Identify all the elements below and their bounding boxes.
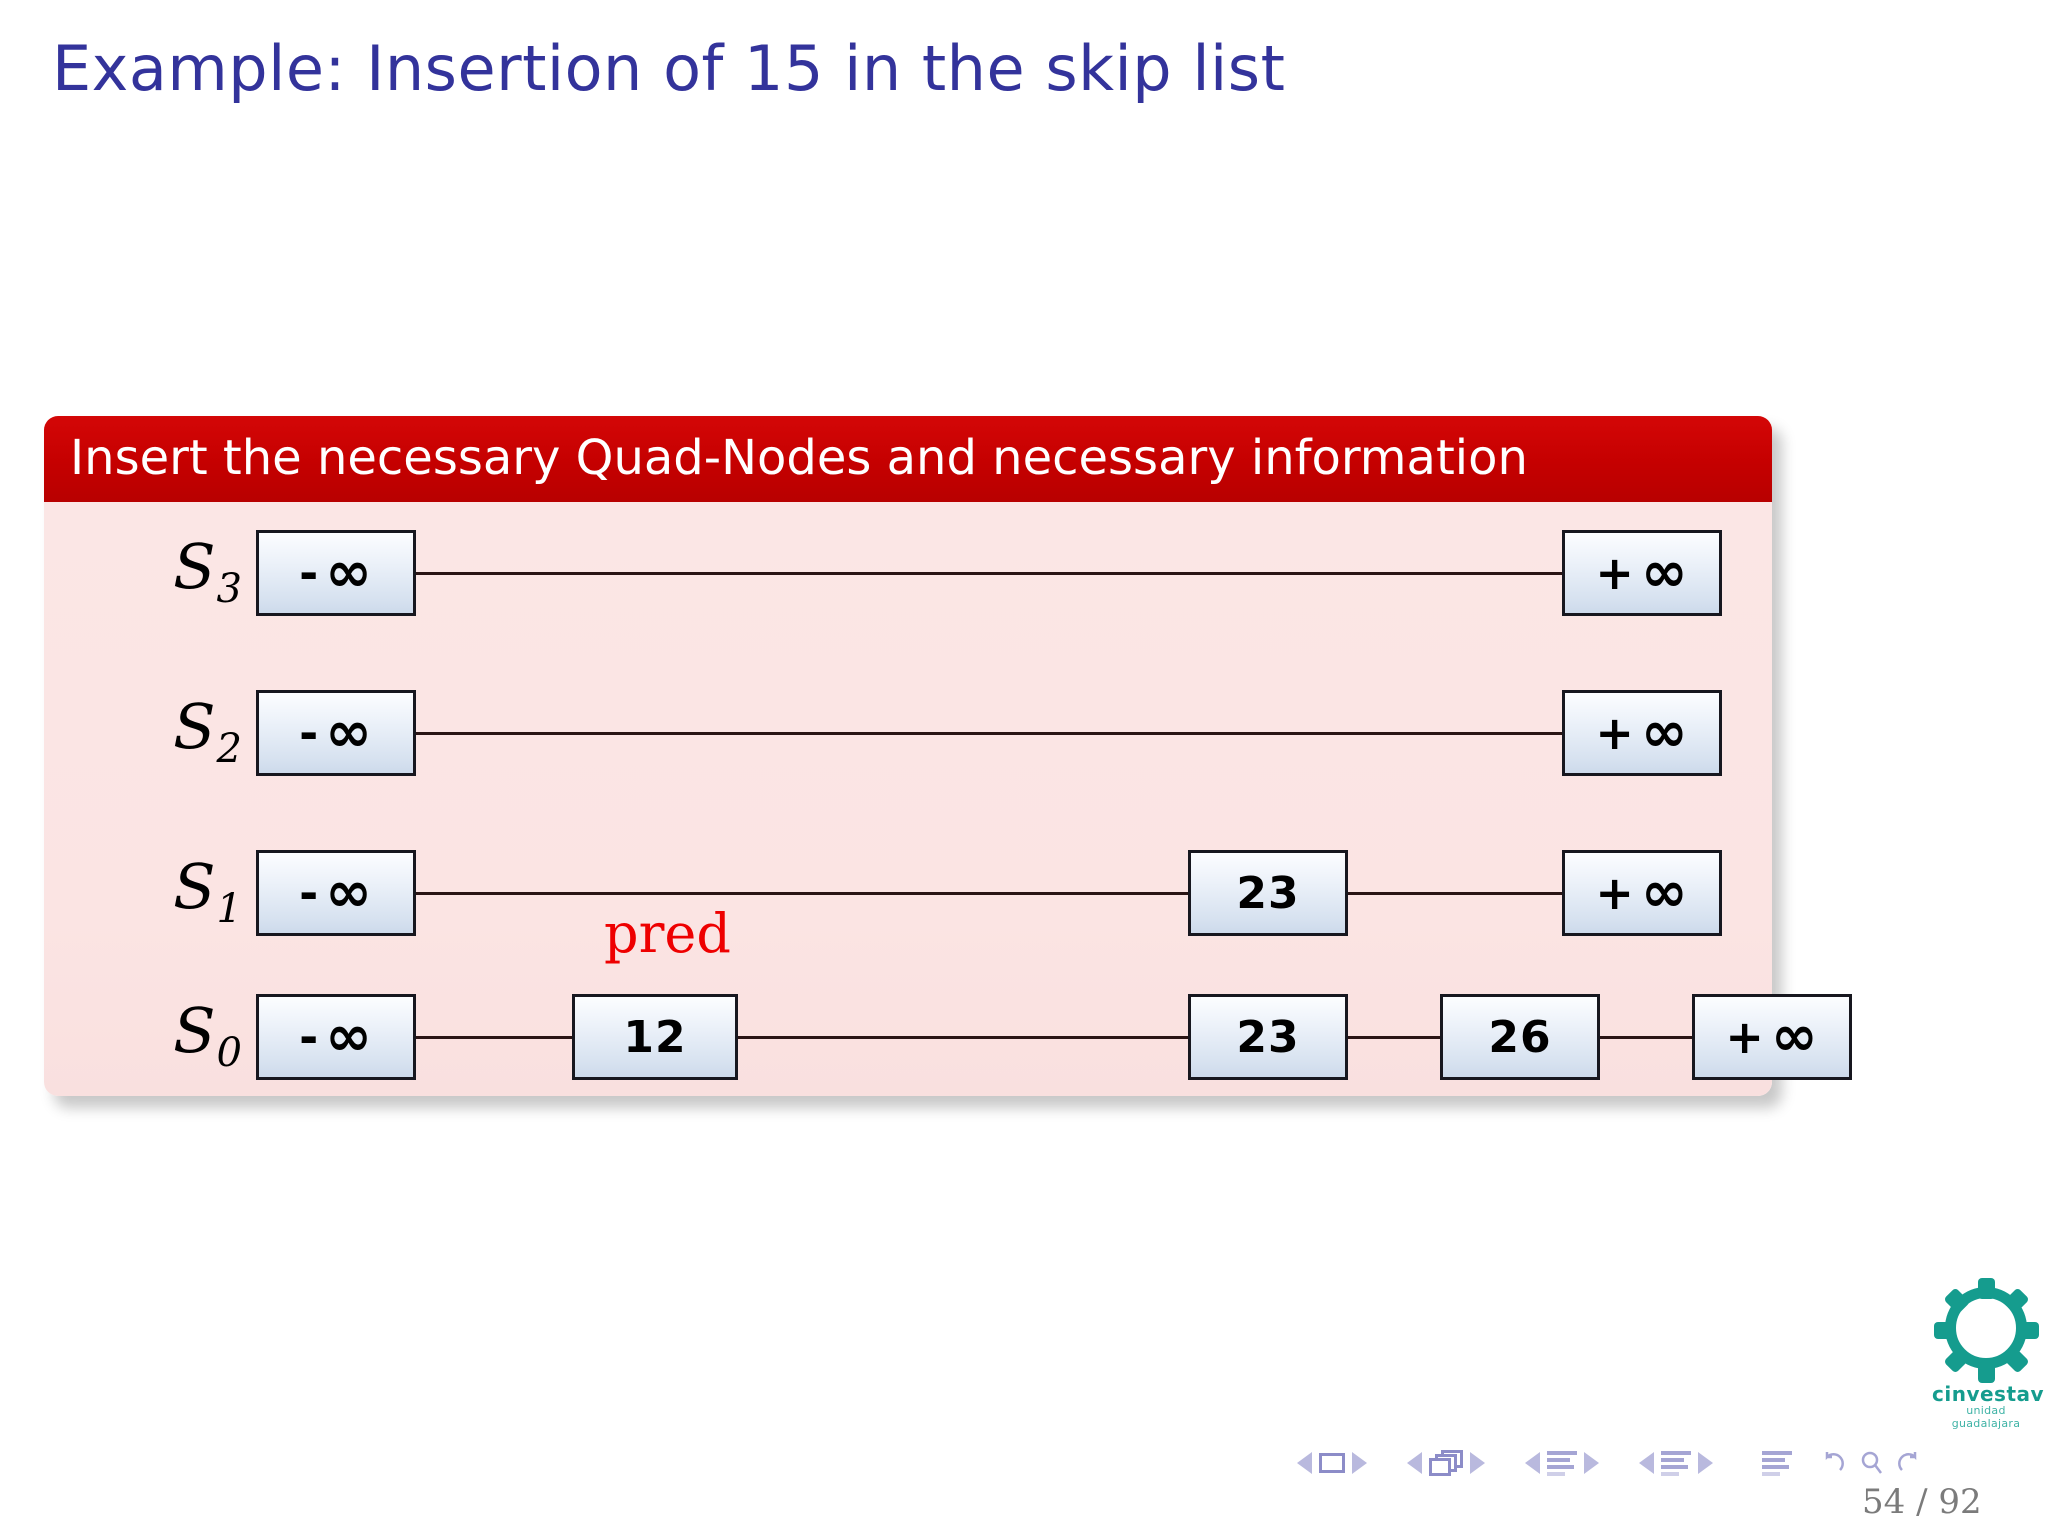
page-title: Example: Insertion of 15 in the skip lis… [52,32,1286,105]
node-s0-12[interactable]: 12 [572,994,738,1080]
logo-name: cinvestav [1932,1382,2045,1406]
logo-petal [1977,1277,1995,1299]
subsection-next-icon[interactable] [1584,1452,1599,1474]
node-s1-pos-inf[interactable]: +∞ [1562,850,1722,936]
node-s1-neg-inf[interactable]: -∞ [256,850,416,936]
frame-icon[interactable] [1429,1450,1463,1476]
slide-next-icon[interactable] [1352,1452,1367,1474]
link-s0 [290,1036,1722,1039]
nav-group-frame[interactable] [1400,1450,1492,1476]
node-s1-23[interactable]: 23 [1188,850,1348,936]
level-label-s2: S2 [173,690,242,772]
back-icon[interactable] [1818,1448,1848,1478]
section-next-icon[interactable] [1698,1452,1713,1474]
toc-icon[interactable] [1762,1450,1792,1476]
skip-list-level-2: S2 -∞ +∞ [44,690,1772,776]
logo-petal [2017,1321,2039,1339]
slide-prev-icon[interactable] [1297,1452,1312,1474]
link-s1 [290,892,1722,895]
pred-annotation-label: pred [604,902,731,965]
link-s3 [290,572,1722,575]
nav-group-slide[interactable] [1290,1452,1374,1474]
alert-block: Insert the necessary Quad-Nodes and nece… [44,416,1852,1096]
section-prev-icon[interactable] [1639,1452,1654,1474]
node-s2-neg-inf[interactable]: -∞ [256,690,416,776]
skip-list-diagram: S3 -∞ +∞ S2 -∞ [44,502,1852,1096]
node-s3-pos-inf[interactable]: +∞ [1562,530,1722,616]
node-s0-pos-inf[interactable]: +∞ [1692,994,1852,1080]
frame-prev-icon[interactable] [1407,1452,1422,1474]
block-title: Insert the necessary Quad-Nodes and nece… [44,416,1772,502]
node-s0-23[interactable]: 23 [1188,994,1348,1080]
search-icon[interactable] [1858,1448,1884,1478]
node-s0-26[interactable]: 26 [1440,994,1600,1080]
cinvestav-emblem-icon [1932,1274,2040,1383]
node-s2-pos-inf[interactable]: +∞ [1562,690,1722,776]
forward-icon[interactable] [1894,1448,1924,1478]
level-label-s3: S3 [173,530,242,612]
skip-list-level-3: S3 -∞ +∞ [44,530,1772,616]
section-icon[interactable] [1661,1450,1691,1476]
nav-group-subsection[interactable] [1518,1450,1606,1476]
block-body: S3 -∞ +∞ S2 -∞ [44,502,1852,1096]
node-s3-neg-inf[interactable]: -∞ [256,530,416,616]
page-number: 54 / 92 [1862,1482,1982,1522]
level-label-s1: S1 [173,850,242,932]
cinvestav-logo: cinvestav unidad guadalajara [1932,1274,2045,1430]
logo-unit: unidad guadalajara [1951,1404,2021,1430]
skip-list-level-0: S0 -∞ 12 23 26 +∞ [44,994,1852,1080]
node-s0-neg-inf[interactable]: -∞ [256,994,416,1080]
logo-petal [1977,1361,1995,1383]
level-label-s0: S0 [173,994,242,1076]
logo-petal [1933,1321,1955,1339]
link-s2 [290,732,1722,735]
subsection-prev-icon[interactable] [1525,1452,1540,1474]
skip-list-level-1: S1 -∞ 23 +∞ [44,850,1772,936]
subsection-icon[interactable] [1547,1450,1577,1476]
frame-next-icon[interactable] [1470,1452,1485,1474]
nav-group-history[interactable] [1818,1448,1924,1478]
nav-group-section[interactable] [1632,1450,1720,1476]
slide-icon[interactable] [1319,1453,1345,1473]
beamer-navigation-bar[interactable] [1290,1448,1924,1478]
